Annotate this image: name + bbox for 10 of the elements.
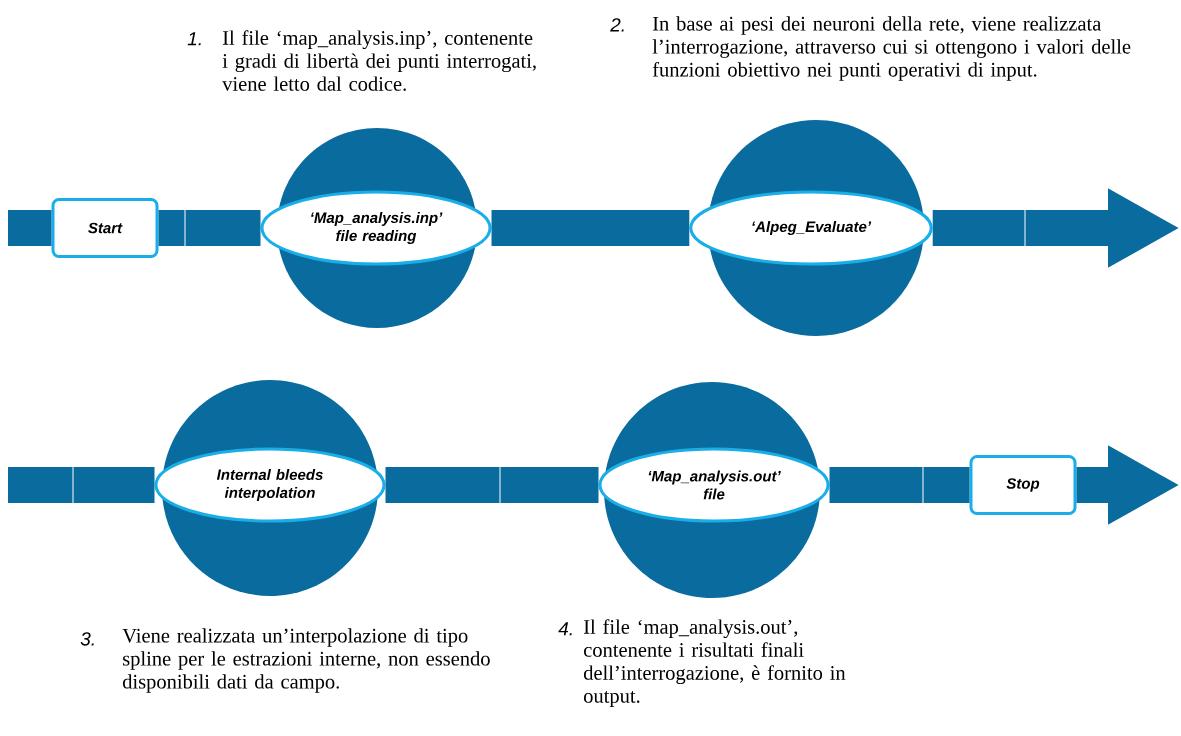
step-description: Il file ‘map_analysis.inp’, contenente i gradi di libertà dei punti interrogati, viene letto dal codice.: [222, 30, 536, 91]
step-description: Il file ‘map_analysis.out’, contenente i risultati finali dell’interrogazione, è fornito in output.: [583, 619, 846, 707]
step-number: 2.: [610, 18, 624, 32]
step-number: 4.: [558, 622, 572, 636]
terminal-box: Start: [51, 198, 159, 258]
terminal-box: Stop: [969, 455, 1077, 515]
step-number: 3.: [80, 632, 94, 646]
step-description: Viene realizzata un’interpolazione di tipo spline per le estrazioni interne, non essendo disponibili dati da campo.: [122, 628, 490, 693]
step-number: 1.: [187, 32, 201, 46]
step-description: In base ai pesi dei neuroni della rete, viene realizzata l’interrogazione, attraverso cui si ottengono i valori delle funzioni obiettivo nei punti operativi di input.: [652, 16, 1131, 81]
